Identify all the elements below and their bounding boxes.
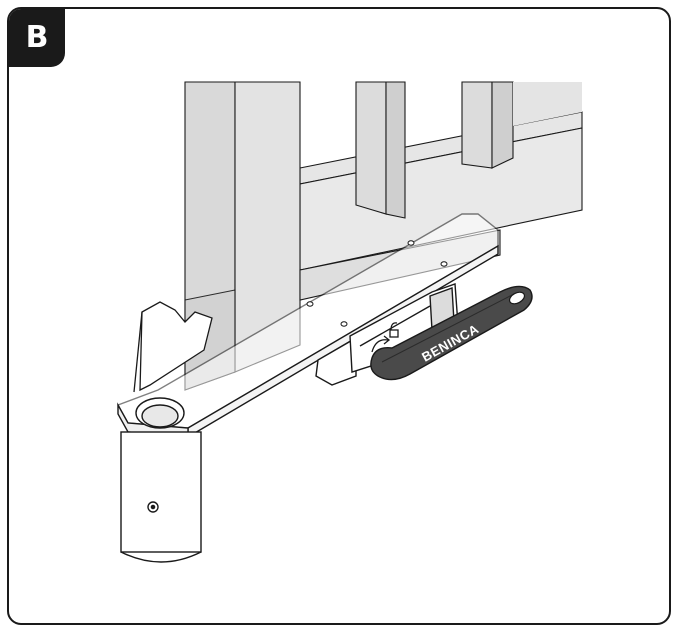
- screw-hole-icon: [407, 240, 415, 246]
- gate-bar-2-side: [491, 81, 514, 169]
- pivot-post: [120, 397, 202, 563]
- housing-seam: [359, 305, 431, 347]
- mounting-plate: [116, 213, 499, 439]
- handle-ridge: [381, 293, 515, 363]
- pivot-hole-inner: [141, 404, 179, 428]
- bracket-plate: [139, 301, 213, 392]
- gate-bar-1: [355, 81, 387, 215]
- gate-bar-3: [513, 82, 582, 126]
- gate-bar-1-side: [385, 81, 406, 219]
- pivot-bracket: [133, 301, 213, 393]
- padlock-open-icon: [371, 322, 399, 353]
- screw-hole-icon: [306, 301, 314, 307]
- gate-bar-2: [461, 81, 493, 169]
- handle-hole: [508, 291, 526, 305]
- screw-hole-center: [150, 504, 156, 510]
- figure-frame: [7, 7, 671, 625]
- post-bottom-edge: [120, 551, 202, 563]
- post-body: [120, 431, 202, 553]
- figure-label-badge: B: [9, 9, 65, 67]
- screw-hole-icon: [340, 321, 348, 327]
- plate-screw-holes: [306, 240, 448, 327]
- screw-hole-icon: [440, 261, 448, 267]
- gate: [184, 81, 583, 391]
- handle-lever[interactable]: [370, 285, 533, 381]
- bracket-edge: [133, 311, 143, 393]
